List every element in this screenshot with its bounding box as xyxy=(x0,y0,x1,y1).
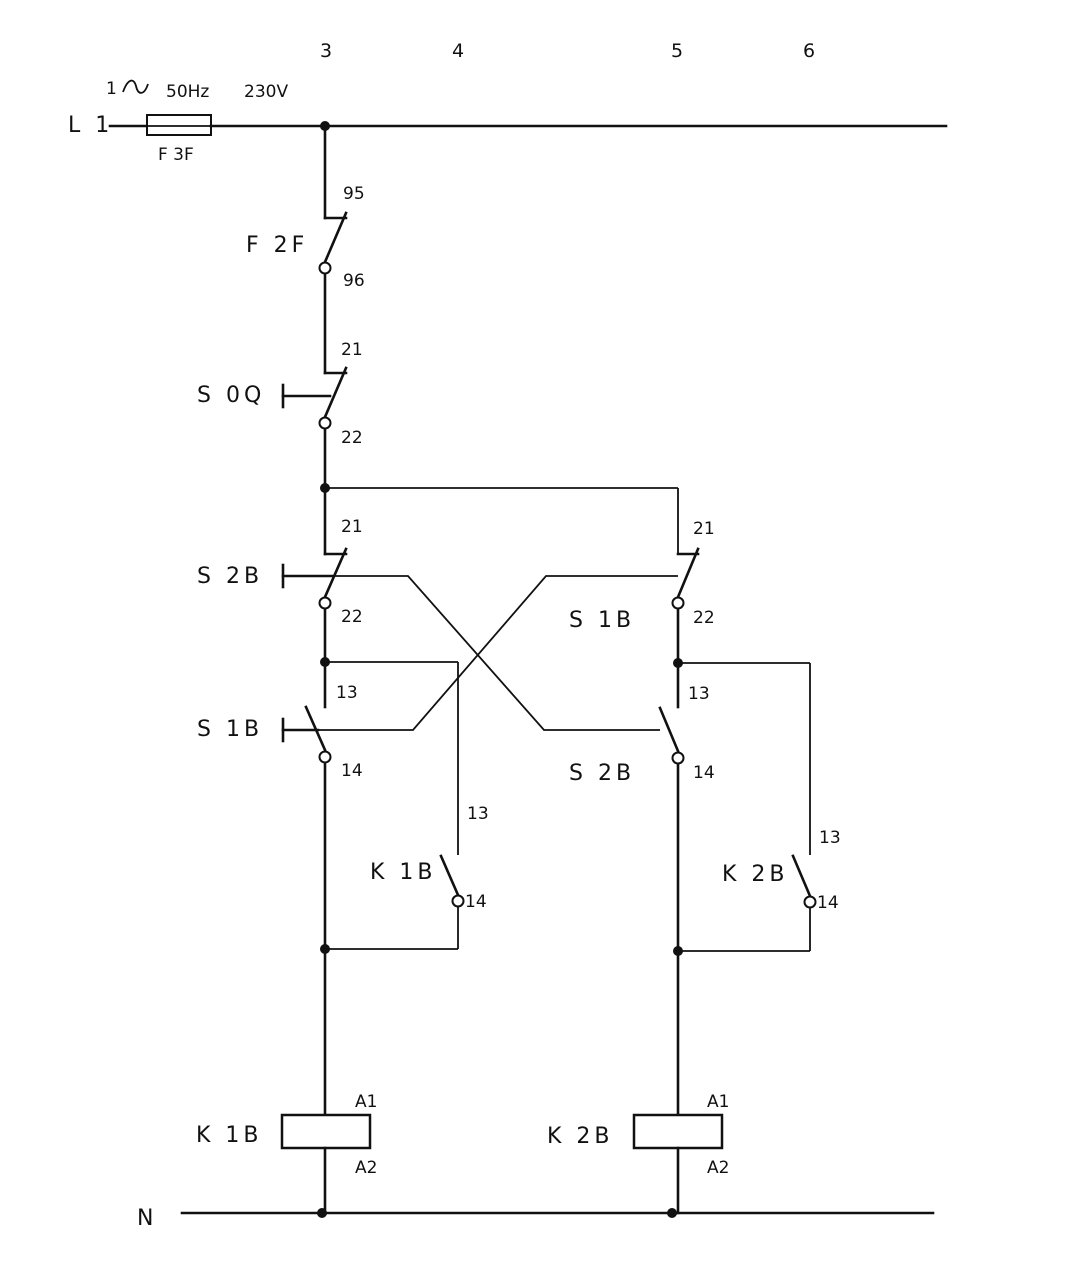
junction-node xyxy=(673,946,683,956)
k2b-coil-label: K 2B xyxy=(547,1124,614,1149)
terminal xyxy=(803,895,817,909)
column-number-6: 6 xyxy=(803,40,815,62)
s2b-no-contact xyxy=(658,706,680,753)
fuse-f3f xyxy=(146,114,212,136)
phase-line-label: L 1 xyxy=(68,113,113,138)
terminal xyxy=(318,596,332,610)
k2b-hold-terminal-bottom: 14 xyxy=(817,893,839,913)
s2b-mechanical-link xyxy=(332,575,660,731)
right-s1b-terminal-top: 21 xyxy=(693,519,715,539)
left-s1b-terminal-bottom: 14 xyxy=(341,761,363,781)
right-s2b-terminal-bottom: 14 xyxy=(693,763,715,783)
coil-k2b xyxy=(632,1113,724,1150)
overload-label: F 2F xyxy=(246,233,308,258)
k2b-coil-a1: A1 xyxy=(707,1092,729,1112)
overload-contact-f2f xyxy=(323,211,348,264)
terminal xyxy=(318,750,332,764)
coil-k1b xyxy=(280,1113,372,1150)
overload-terminal-bottom: 96 xyxy=(343,271,365,291)
k2b-coil-a2: A2 xyxy=(707,1158,729,1178)
left-s1b-label: S 1B xyxy=(197,717,263,742)
column-number-3: 3 xyxy=(320,40,332,62)
supply-voltage: 230V xyxy=(244,82,288,102)
cross-s2b-label: S 2B xyxy=(569,761,635,786)
left-s2b-label: S 2B xyxy=(197,564,263,589)
overload-terminal-top: 95 xyxy=(343,184,365,204)
terminal xyxy=(318,261,332,275)
supply-frequency: 50Hz xyxy=(166,82,209,102)
k2b-hold-terminal-top: 13 xyxy=(819,828,841,848)
terminal xyxy=(451,894,465,908)
column-number-4: 4 xyxy=(452,40,464,62)
k1b-hold-label: K 1B xyxy=(370,860,437,885)
terminal xyxy=(671,751,685,765)
junction-node xyxy=(317,1208,327,1218)
junction-node xyxy=(667,1208,677,1218)
left-s1b-terminal-top: 13 xyxy=(336,683,358,703)
cross-s1b-label: S 1B xyxy=(569,608,635,633)
ac-symbol-icon xyxy=(122,79,149,94)
k1b-hold-terminal-top: 13 xyxy=(467,804,489,824)
k1b-coil-label: K 1B xyxy=(196,1123,263,1148)
s1b-no-contact xyxy=(304,705,327,752)
k2b-hold-label: K 2B xyxy=(722,862,789,887)
stop-terminal-top: 21 xyxy=(341,340,363,360)
fuse-label: F 3F xyxy=(158,145,194,165)
phase-count: 1 xyxy=(106,79,117,99)
left-s2b-terminal-bottom: 22 xyxy=(341,607,363,627)
junction-node xyxy=(320,944,330,954)
left-s2b-terminal-top: 21 xyxy=(341,517,363,537)
stop-terminal-bottom: 22 xyxy=(341,428,363,448)
k1b-coil-a1: A1 xyxy=(355,1092,377,1112)
s1b-nc-contact xyxy=(676,547,700,599)
s1b-mechanical-link xyxy=(318,575,678,731)
terminal xyxy=(671,596,685,610)
neutral-line-label: N xyxy=(137,1206,157,1231)
stop-button-contact xyxy=(323,366,348,419)
right-s2b-terminal-top: 13 xyxy=(688,684,710,704)
k1b-coil-a2: A2 xyxy=(355,1158,377,1178)
s2b-nc-contact xyxy=(323,547,348,599)
k2b-holding-contact xyxy=(791,854,812,898)
terminal xyxy=(318,416,332,430)
k1b-holding-contact xyxy=(439,854,460,897)
k1b-hold-terminal-bottom: 14 xyxy=(465,892,487,912)
column-number-5: 5 xyxy=(671,40,683,62)
right-s1b-terminal-bottom: 22 xyxy=(693,608,715,628)
stop-button-label: S 0Q xyxy=(197,383,265,408)
